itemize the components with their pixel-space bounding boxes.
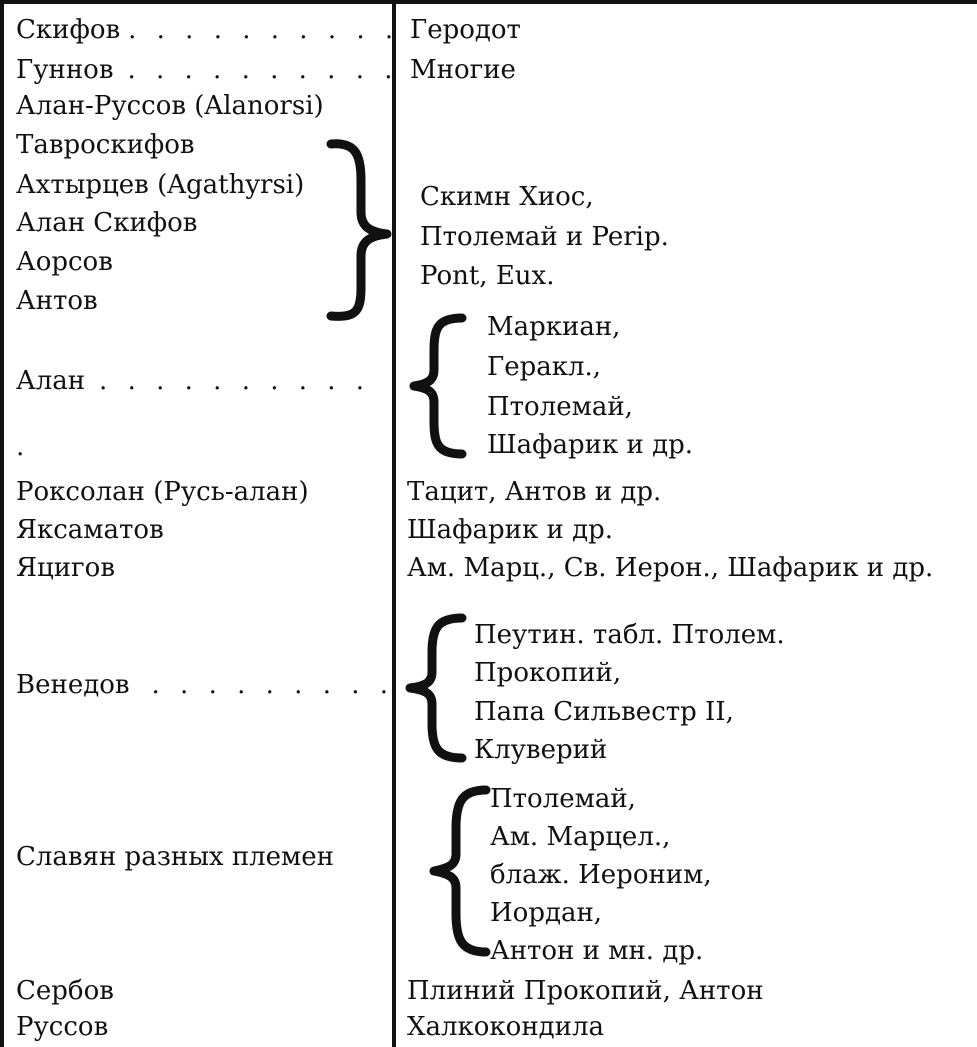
- people-name: Сербов: [16, 976, 114, 1006]
- opening-brace: [405, 613, 467, 763]
- left-rule: [0, 0, 4, 1047]
- closing-brace: [326, 139, 392, 321]
- people-row: Ахтырцев (Agathyrsi): [16, 170, 304, 200]
- source-line: Скимн Хиос,: [420, 182, 594, 212]
- people-row: Руссов: [16, 1012, 108, 1042]
- source-line: Pont, Eux.: [420, 261, 555, 291]
- top-rule: [0, 0, 977, 4]
- people-dots: . . . . . . . . . .: [128, 15, 400, 45]
- people-name: Скифов: [16, 15, 121, 45]
- people-row: .: [16, 432, 24, 462]
- people-name: Славян разных племен: [16, 842, 334, 872]
- source-text: Ам. Марц., Св. Иерон., Шафарик и др.: [407, 553, 934, 583]
- people-name: Тавроскифов: [16, 130, 195, 160]
- people-name: Руссов: [16, 1012, 109, 1042]
- source-line: Прокопий,: [474, 658, 622, 688]
- source-text: Халкокондила: [407, 1012, 605, 1042]
- source-line: Ам. Марцел.,: [490, 822, 671, 852]
- people-row: Алан Скифов: [16, 208, 197, 238]
- source-line: Птолемай,: [487, 392, 633, 422]
- people-dots: . . . . . . . . . .: [127, 55, 399, 85]
- people-name: Яцигов: [16, 553, 115, 583]
- source-line: блаж. Иероним,: [490, 860, 712, 890]
- source-text: Шафарик и др.: [407, 515, 614, 545]
- source-line: Клуверий: [474, 735, 608, 765]
- source-line: Шафарик и др.: [487, 430, 694, 460]
- people-row: Яцигов: [16, 553, 115, 583]
- opening-brace: [429, 785, 491, 957]
- people-row: Славян разных племен: [16, 842, 334, 872]
- people-name: Аорсов: [16, 247, 113, 277]
- people-row: Скифов. . . . . . . . . .: [16, 15, 399, 45]
- people-name: Гуннов: [16, 55, 114, 85]
- people-name: Яксаматов: [16, 515, 164, 545]
- people-row: Яксаматов: [16, 515, 164, 545]
- people-name: .: [16, 432, 25, 462]
- source-text: Плиний Прокопий, Антон: [407, 976, 764, 1006]
- people-row: Тавроскифов: [16, 130, 195, 160]
- people-name: Алан: [16, 366, 86, 396]
- people-name: Антов: [16, 286, 98, 316]
- people-row: Аорсов: [16, 247, 113, 277]
- people-dots: . . . . . . . . . .: [99, 366, 371, 396]
- source-line: Птолемай,: [490, 784, 636, 814]
- source-line: Иордан,: [490, 898, 603, 928]
- people-dots: . . . . . . . . .: [151, 670, 395, 700]
- source-line: Антон и мн. др.: [490, 936, 704, 966]
- column-divider: [392, 0, 396, 1047]
- source-line: Геракл.,: [487, 352, 602, 382]
- people-name: Венедов: [16, 670, 130, 700]
- opening-brace: [409, 313, 467, 459]
- people-name: Роксолан (Русь-алан): [16, 477, 309, 507]
- people-row: Алан-Руссов (Alanorsi): [16, 91, 324, 121]
- source-line: Папа Сильвестр II,: [474, 697, 734, 727]
- source-text: Многие: [410, 55, 516, 85]
- people-row: Сербов: [16, 976, 114, 1006]
- people-row: Алан . . . . . . . . . .: [16, 366, 370, 396]
- source-line: Пеутин. табл. Птолем.: [474, 620, 785, 650]
- source-text: Геродот: [410, 15, 521, 45]
- people-name: Ахтырцев (Agathyrsi): [16, 170, 305, 200]
- people-row: Венедов . . . . . . . . .: [16, 670, 394, 700]
- people-name: Алан-Руссов (Alanorsi): [16, 91, 324, 121]
- source-line: Птолемай и Perip.: [420, 222, 669, 252]
- people-row: Антов: [16, 286, 98, 316]
- people-row: Роксолан (Русь-алан): [16, 477, 309, 507]
- people-row: Гуннов . . . . . . . . . .: [16, 55, 399, 85]
- people-name: Алан Скифов: [16, 208, 198, 238]
- source-text: Тацит, Антов и др.: [407, 477, 662, 507]
- source-line: Маркиан,: [487, 312, 621, 342]
